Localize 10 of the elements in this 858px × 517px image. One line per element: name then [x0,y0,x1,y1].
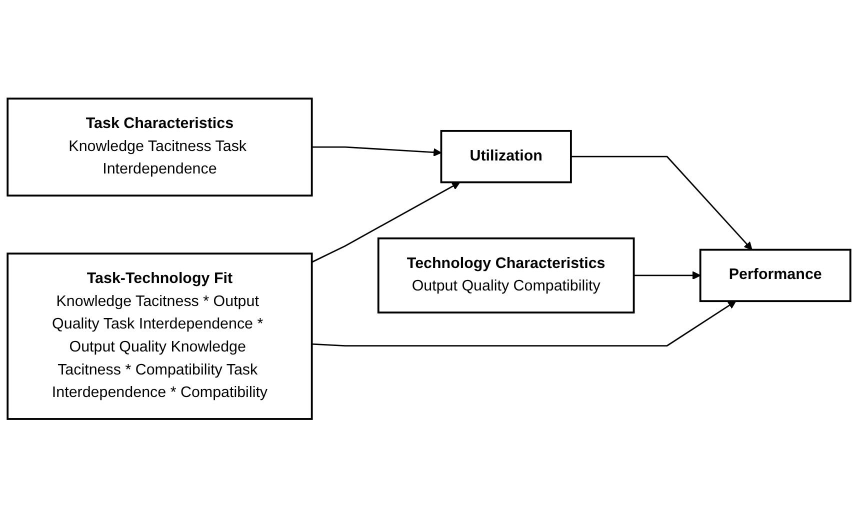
arrow [312,146,442,156]
node-box: Task-Technology Fit Knowledge Tacitness * Output Quality Task Interdependence * Output Quality Knowledge Tacitness * Compatibility Task Interdependence * Compatibility [6,252,313,420]
arrow [312,300,736,346]
arrow [634,270,701,280]
arrow [312,182,460,263]
node-box: Utilization [440,130,572,183]
node-box: Task Characteristics Knowledge Tacitness Task Interdependence [6,97,313,196]
arrow [570,156,752,250]
node-box: Technology Characteristics Output Quality Compatibility [377,237,635,314]
node-box: Performance [699,248,852,302]
